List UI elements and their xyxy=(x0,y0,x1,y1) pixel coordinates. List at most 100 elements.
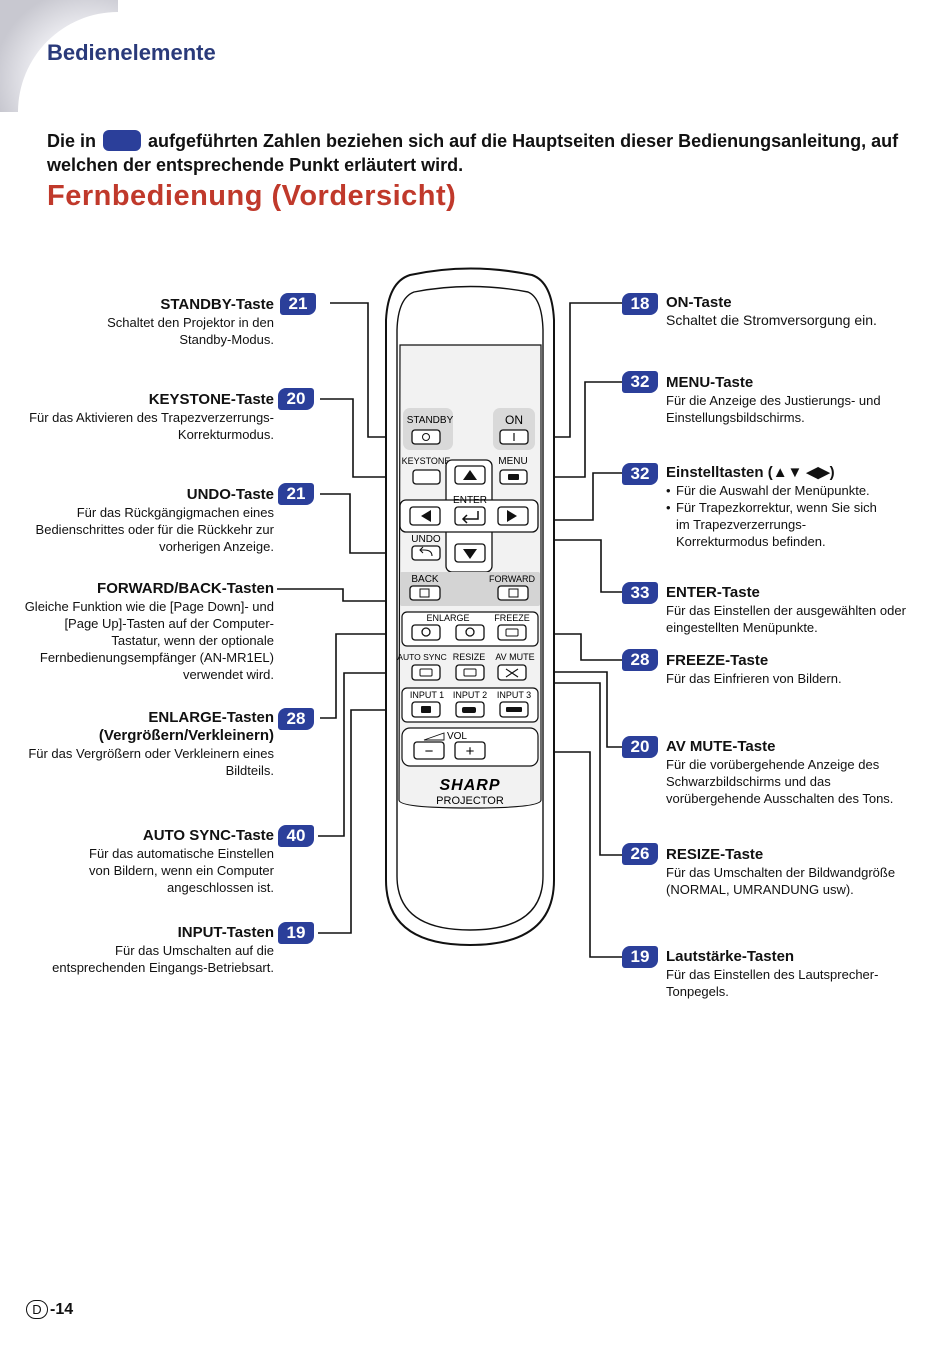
callout-desc: entsprechenden Eingangs-Betriebsart. xyxy=(52,960,274,975)
callout-title: ENLARGE-Tasten xyxy=(148,709,274,726)
keystone-button[interactable] xyxy=(412,469,441,485)
down-arrow-icon xyxy=(463,549,477,559)
input3-label: INPUT 3 xyxy=(497,690,531,700)
page-badge-freeze: 28 xyxy=(622,649,658,671)
vol-label: VOL xyxy=(447,731,467,742)
callout-title: ON-Taste xyxy=(666,294,732,311)
back-button[interactable] xyxy=(409,585,441,601)
auto-sync-label: AUTO SYNC xyxy=(397,652,446,662)
page-badge-auto-sync: 40 xyxy=(278,825,314,847)
callout-enter: ENTER-Taste Für das Einstellen der ausge… xyxy=(666,584,916,636)
enter-icon xyxy=(461,511,479,524)
remote-control: STANDBY ON KEYSTONE MENU ENTER UNDO BACK xyxy=(385,267,555,947)
brand-logo: SHARP xyxy=(439,777,500,794)
forward-label: FORWARD xyxy=(489,574,535,584)
callout-desc: Schwarzbildschirms und das xyxy=(666,774,831,789)
page-badge-av-mute: 20 xyxy=(622,736,658,758)
callout-title: RESIZE-Taste xyxy=(666,846,764,863)
callout-title: FORWARD/BACK-Tasten xyxy=(97,580,274,597)
standby-button[interactable] xyxy=(411,429,441,445)
page-badge-keystone: 20 xyxy=(278,388,314,410)
callout-desc: Fernbedienungsempfänger (AN-MR1EL) xyxy=(39,650,274,665)
callout-title: FREEZE-Taste xyxy=(666,652,769,669)
callout-desc: (NORMAL, UMRANDUNG usw). xyxy=(666,882,854,897)
callout-freeze: FREEZE-Taste Für das Einfrieren von Bild… xyxy=(666,652,916,687)
bullet-item: Für Trapezkorrektur, wenn Sie sich im Tr… xyxy=(666,499,886,550)
callout-title: STANDBY-Taste xyxy=(160,296,274,313)
zoom-in-icon xyxy=(465,627,475,637)
enlarge-plus-button[interactable] xyxy=(455,624,485,641)
volume-icon xyxy=(423,732,445,741)
freeze-label: FREEZE xyxy=(494,613,530,623)
product-label: PROJECTOR xyxy=(436,795,504,807)
on-label: ON xyxy=(505,413,523,427)
page-badge-menu: 32 xyxy=(622,371,658,393)
enlarge-label: ENLARGE xyxy=(426,613,469,623)
callout-menu: MENU-Taste Für die Anzeige des Justierun… xyxy=(666,374,916,426)
callout-on: ON-Taste Schaltet die Stromversorgung ei… xyxy=(666,294,906,329)
page-badge-enlarge: 28 xyxy=(278,708,314,730)
callout-desc: Standby-Modus. xyxy=(179,332,274,347)
input1-label: INPUT 1 xyxy=(410,690,444,700)
callout-desc: Für das Einfrieren von Bildern. xyxy=(666,671,842,686)
page-number: -14 xyxy=(50,1301,74,1318)
power-icon xyxy=(422,433,430,441)
resize-button[interactable] xyxy=(455,664,485,681)
undo-button[interactable] xyxy=(411,545,441,561)
back-label: BACK xyxy=(411,574,439,585)
callout-title: Lautstärke-Tasten xyxy=(666,948,795,965)
undo-icon xyxy=(419,546,433,557)
callout-desc: eingestellten Menüpunkte. xyxy=(666,620,818,635)
vol-minus-label: − xyxy=(425,743,434,760)
callout-title: Einstelltasten (▲▼ ◀▶) xyxy=(666,464,835,481)
enlarge-minus-button[interactable] xyxy=(411,624,441,641)
callout-desc: angeschlossen ist. xyxy=(167,880,274,895)
page-heading: Fernbedienung (Vordersicht) xyxy=(47,180,457,212)
left-arrow-icon xyxy=(421,510,431,522)
callout-title: AUTO SYNC-Taste xyxy=(142,827,274,844)
standby-label: STANDBY xyxy=(407,415,454,426)
enter-button[interactable] xyxy=(454,506,486,526)
vol-plus-label: + xyxy=(466,743,475,760)
section-title: Bedienelemente xyxy=(47,40,216,65)
auto-sync-button[interactable] xyxy=(411,664,441,681)
callout-title: INPUT-Tasten xyxy=(177,924,274,941)
page-badge-undo: 21 xyxy=(278,483,314,505)
callout-title-sub: (Vergrößern/Verkleinern) xyxy=(98,727,274,744)
callout-resize: RESIZE-Taste Für das Umschalten der Bild… xyxy=(666,846,916,898)
undo-label: UNDO xyxy=(411,534,441,545)
callout-desc: Gleiche Funktion wie die [Page Down]- un… xyxy=(24,599,274,614)
callout-desc: Tonpegels. xyxy=(666,984,729,999)
callout-desc: Für das Einstellen der ausgewählten oder xyxy=(666,603,906,618)
callout-desc: Für das Rückgängigmachen eines xyxy=(76,505,274,520)
callout-desc: Bedienschrittes oder für die Rückkehr zu… xyxy=(35,522,274,537)
av-mute-label: AV MUTE xyxy=(495,652,534,662)
freeze-button[interactable] xyxy=(497,624,527,641)
callout-adjust-keys: Einstelltasten (▲▼ ◀▶) Für die Auswahl d… xyxy=(666,464,886,550)
callout-av-mute: AV MUTE-Taste Für die vorübergehende Anz… xyxy=(666,738,916,807)
page-number-swatch xyxy=(103,130,142,151)
callout-desc: [Page Up]-Tasten auf der Computer- xyxy=(64,616,274,631)
callout-desc: Für das Umschalten der Bildwandgröße xyxy=(666,865,896,880)
bullet-item: Für die Auswahl der Menüpunkte. xyxy=(666,482,886,499)
volume-down-button[interactable] xyxy=(413,741,445,760)
callout-desc: Für das automatische Einstellen xyxy=(89,846,274,861)
language-badge: D xyxy=(26,1300,48,1319)
callout-auto-sync: AUTO SYNC-Taste Für das automatische Ein… xyxy=(14,827,274,896)
mute-icon xyxy=(505,668,519,678)
volume-up-button[interactable] xyxy=(454,741,486,760)
intro-text: Die in aufgeführten Zahlen beziehen sich… xyxy=(47,129,907,177)
callout-standby: STANDBY-Taste Schaltet den Projektor in … xyxy=(14,296,274,348)
callout-desc: Tastatur, wenn der optionale xyxy=(111,633,274,648)
intro-part1: Die in xyxy=(47,131,97,151)
callout-forward-back: FORWARD/BACK-Tasten Gleiche Funktion wie… xyxy=(14,580,274,683)
callout-undo: UNDO-Taste Für das Rückgängigmachen eine… xyxy=(14,486,274,555)
callout-desc: Schaltet die Stromversorgung ein. xyxy=(666,312,877,328)
page-badge-enter: 33 xyxy=(622,582,658,604)
callout-desc: vorübergehende Ausschalten des Tons. xyxy=(666,791,894,806)
callout-desc: Einstellungsbildschirms. xyxy=(666,410,805,425)
forward-button[interactable] xyxy=(497,585,529,601)
callout-volume: Lautstärke-Tasten Für das Einstellen des… xyxy=(666,948,916,1000)
zoom-out-icon xyxy=(421,627,431,637)
callout-desc: vorherigen Anzeige. xyxy=(159,539,274,554)
